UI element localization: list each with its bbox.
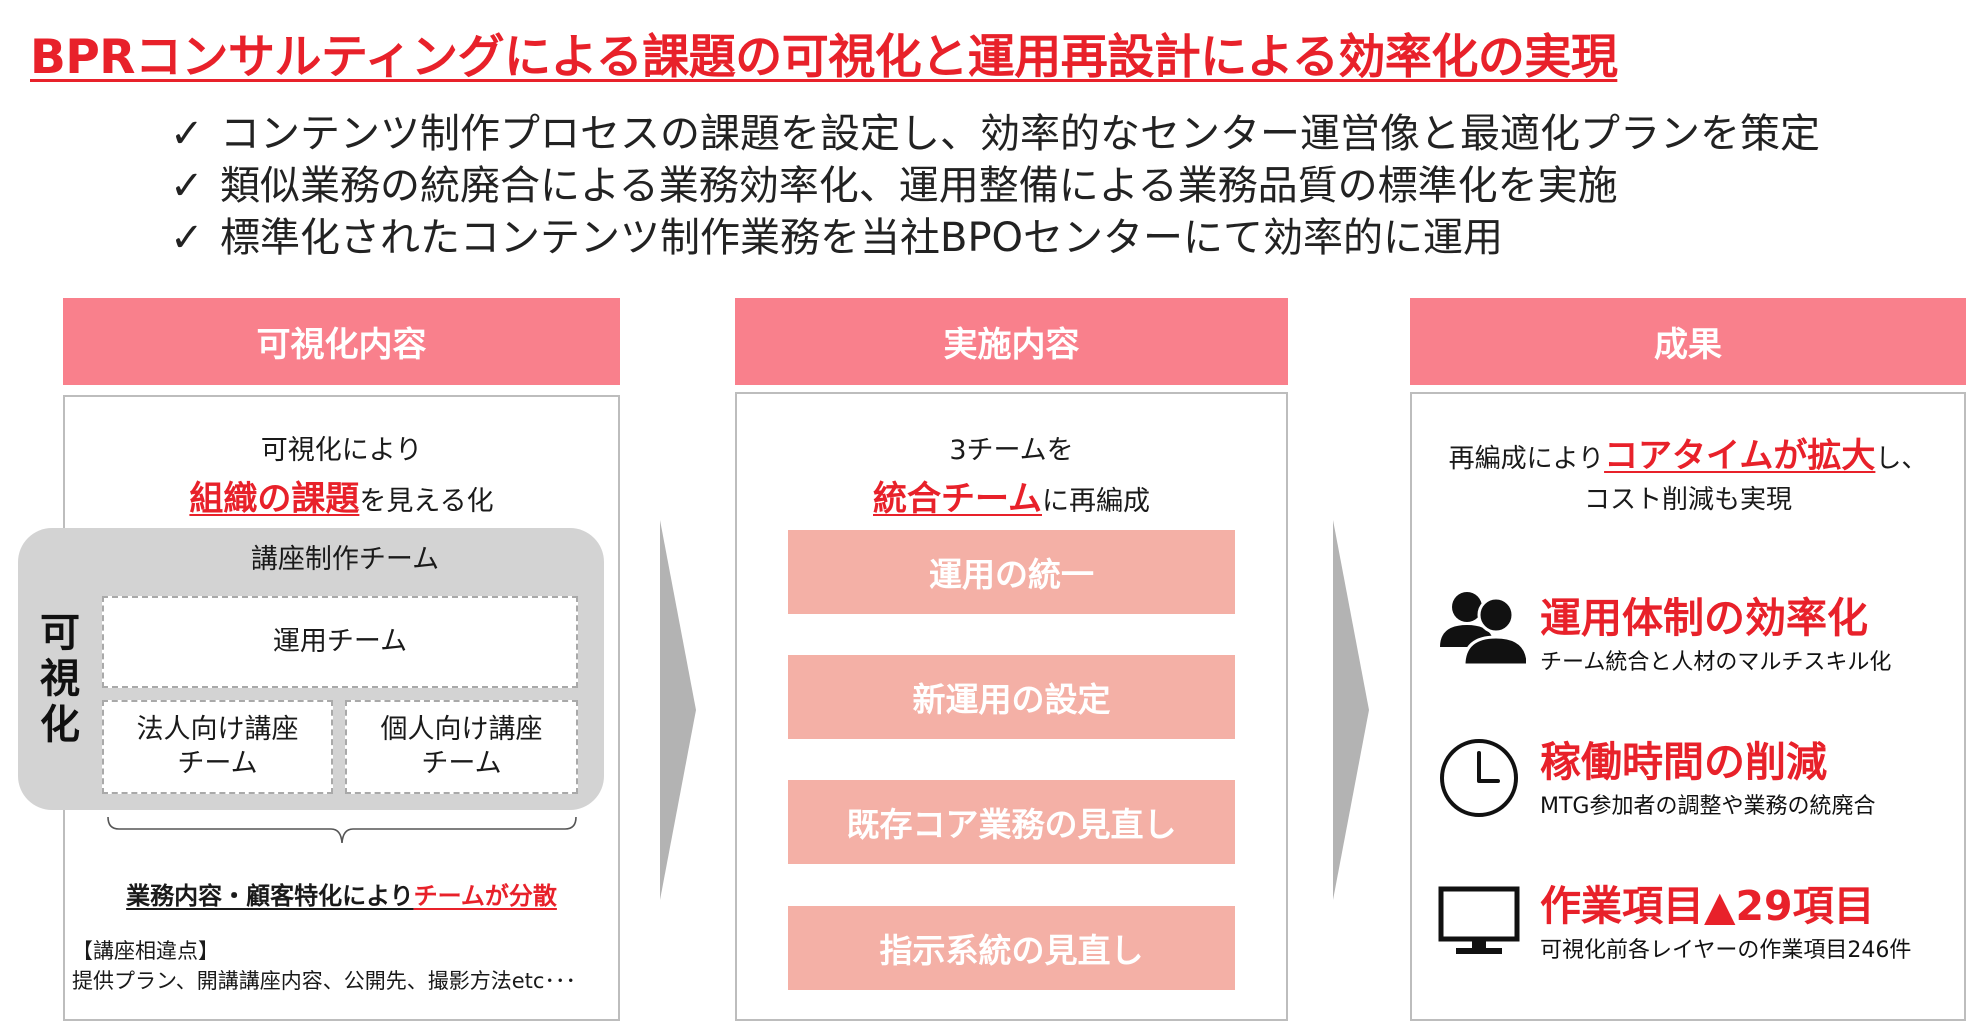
col3-lead-emphasis: コアタイムが拡大 (1604, 436, 1876, 476)
bullet-list: ✓コンテンツ制作プロセスの課題を設定し、効率的なセンター運営像と最適化プランを策… (170, 108, 1820, 264)
col1-header: 可視化内容 (63, 298, 620, 385)
result-3-sub: 可視化前各レイヤーの作業項目246件 (1540, 938, 1912, 963)
action-review-core: 既存コア業務の見直し (788, 780, 1235, 864)
result-3-title: 作業項目▲29項目 (1540, 882, 1875, 930)
col2-header: 実施内容 (735, 298, 1288, 385)
bullet-item: ✓コンテンツ制作プロセスの課題を設定し、効率的なセンター運営像と最適化プランを策… (170, 108, 1820, 160)
col1-lead: 可視化により 組織の課題を見える化 (189, 435, 494, 519)
result-2-sub: MTG参加者の調整や業務の統廃合 (1540, 794, 1876, 819)
check-icon: ✓ (170, 163, 204, 209)
col1-note: 【講座相違点】 提供プラン、開講講座内容、公開先、撮影方法etc･･･ (72, 939, 576, 993)
col2-lead: 3チームを 統合チームに再編成 (873, 435, 1150, 519)
clock-icon (1440, 739, 1518, 817)
col3-header: 成果 (1410, 298, 1966, 385)
action-unify-operations: 運用の統一 (788, 530, 1235, 614)
brace-bracket (107, 816, 577, 844)
col1-summary: 業務内容・顧客特化によりチームが分散 (126, 882, 557, 910)
col1-lead-emphasis: 組織の課題 (189, 479, 360, 519)
team-individual: 個人向け講座チーム (345, 700, 578, 794)
col3-panel (1410, 392, 1966, 1021)
result-1-title: 運用体制の効率化 (1540, 594, 1868, 642)
action-review-command: 指示系統の見直し (788, 906, 1235, 990)
team-group-label: 講座制作チーム (250, 544, 440, 575)
team-operations: 運用チーム (102, 596, 578, 688)
result-2-title: 稼働時間の削減 (1540, 738, 1827, 786)
flow-arrow-2 (1333, 520, 1369, 900)
bullet-item: ✓類似業務の統廃合による業務効率化、運用整備による業務品質の標準化を実施 (170, 160, 1820, 212)
visualize-side-label: 可 視 化 (40, 610, 80, 748)
team-corporate: 法人向け講座チーム (102, 700, 333, 794)
col3-lead: 再編成によりコアタイムが拡大し、 コスト削減も実現 (1448, 436, 1928, 515)
col2-lead-emphasis: 統合チーム (873, 479, 1042, 519)
bullet-item: ✓標準化されたコンテンツ制作業務を当社BPOセンターにて効率的に運用 (170, 212, 1820, 264)
page-title: BPRコンサルティングによる課題の可視化と運用再設計による効率化の実現 (30, 30, 1618, 85)
people-icon (1440, 592, 1526, 667)
flow-arrow-1 (660, 520, 696, 900)
result-1-sub: チーム統合と人材のマルチスキル化 (1540, 650, 1892, 675)
monitor-icon (1438, 886, 1520, 954)
check-icon: ✓ (170, 215, 204, 261)
action-new-operations: 新運用の設定 (788, 655, 1235, 739)
check-icon: ✓ (170, 111, 204, 157)
